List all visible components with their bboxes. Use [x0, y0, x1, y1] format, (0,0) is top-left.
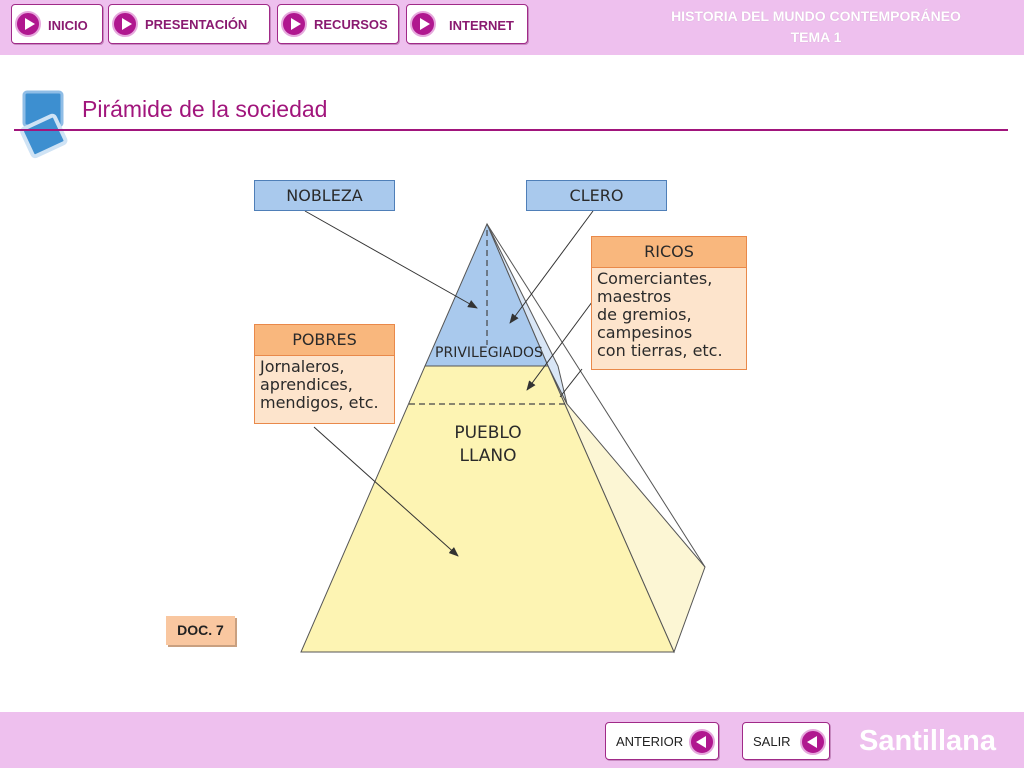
presentacion-button[interactable]: PRESENTACIÓN: [108, 4, 270, 44]
doc-tag: DOC. 7: [166, 616, 235, 645]
nobleza-label: NOBLEZA: [254, 180, 395, 211]
presentacion-label: PRESENTACIÓN: [145, 17, 248, 32]
exit-arrow-icon: [800, 729, 826, 755]
salir-button[interactable]: SALIR: [742, 722, 830, 760]
salir-label: SALIR: [753, 734, 791, 749]
ricos-description: Comerciantes, maestros de gremios, campe…: [597, 269, 723, 360]
pobres-title: POBRES: [255, 325, 394, 356]
play-icon: [112, 11, 138, 37]
pobres-box: POBRES Jornaleros, aprendices, mendigos,…: [254, 324, 395, 424]
anterior-button[interactable]: ANTERIOR: [605, 722, 719, 760]
pueblo-label-line1: PUEBLO: [454, 423, 522, 443]
play-icon: [281, 11, 307, 37]
clero-label: CLERO: [526, 180, 667, 211]
inicio-button[interactable]: INICIO: [11, 4, 103, 44]
inicio-label: INICIO: [48, 18, 88, 33]
bottom-bar: [0, 712, 1024, 768]
slides-icon: [20, 90, 68, 159]
course-title: HISTORIA DEL MUNDO CONTEMPORÁNEO: [671, 8, 961, 24]
play-icon: [15, 11, 41, 37]
recursos-button[interactable]: RECURSOS: [277, 4, 399, 44]
recursos-label: RECURSOS: [314, 17, 388, 32]
pueblo-llano-label: PUEBLO LLANO: [440, 422, 536, 468]
internet-button[interactable]: INTERNET: [406, 4, 528, 44]
publisher-logo: Santillana: [859, 725, 996, 757]
play-icon: [410, 11, 436, 37]
privilegiados-label: PRIVILEGIADOS: [435, 345, 543, 361]
ricos-box: RICOS Comerciantes, maestros de gremios,…: [591, 236, 747, 370]
internet-label: INTERNET: [449, 18, 514, 33]
ricos-title: RICOS: [592, 237, 746, 268]
pobres-description: Jornaleros, aprendices, mendigos, etc.: [260, 357, 379, 412]
title-divider: [14, 129, 1008, 131]
pueblo-label-line2: LLANO: [459, 446, 517, 466]
back-arrow-icon: [689, 729, 715, 755]
course-unit: TEMA 1: [790, 29, 842, 45]
course-header: HISTORIA DEL MUNDO CONTEMPORÁNEO TEMA 1: [626, 6, 1006, 48]
anterior-label: ANTERIOR: [616, 734, 684, 749]
page-title: Pirámide de la sociedad: [82, 96, 328, 122]
